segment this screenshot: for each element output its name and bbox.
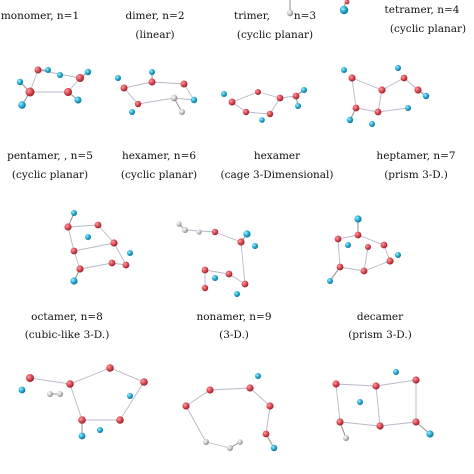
label-heptamer-sub: (prism 3-D.) bbox=[384, 169, 448, 181]
hexamer-cage-molecule bbox=[221, 87, 307, 123]
hexamer-6-molecule bbox=[115, 69, 198, 115]
label-dimer: dimer, n=2 bbox=[125, 10, 185, 22]
octamer-bottom-molecule bbox=[18, 364, 148, 440]
label-monomer: monomer, n=1 bbox=[0, 10, 80, 22]
label-tetramer-sub: (cyclic planar) bbox=[389, 23, 467, 35]
trimer-fragment-molecule bbox=[286, 0, 294, 17]
tetramer-fragment-molecule bbox=[339, 0, 350, 15]
decamer-molecule bbox=[327, 215, 401, 284]
label-nonamer: nonamer, n=9 bbox=[196, 311, 272, 323]
heptamer-molecule bbox=[341, 65, 430, 127]
label-hexamer: hexamer bbox=[253, 150, 301, 162]
label-nonamer-sub: (3-D.) bbox=[219, 329, 249, 341]
label-decamer: decamer bbox=[356, 311, 404, 323]
label-decamer-sub: (prism 3-D.) bbox=[348, 329, 412, 341]
label-pentamer: pentamer, , n=5 bbox=[7, 150, 93, 162]
label-trimer-sub: (cyclic planar) bbox=[236, 29, 314, 41]
decamer-bottom-molecule bbox=[332, 369, 434, 441]
label-pentamer-sub: (cyclic planar) bbox=[11, 169, 89, 181]
label-tetramer: tetramer, n=4 bbox=[384, 4, 460, 16]
label-heptamer: heptamer, n=7 bbox=[376, 150, 456, 162]
octamer-molecule bbox=[64, 210, 133, 285]
label-hexamer-sub: (cage 3-Dimensional) bbox=[220, 169, 334, 181]
label-trimer-n: n=3 bbox=[293, 10, 317, 22]
label-octamer: octamer, n=8 bbox=[31, 311, 103, 323]
label-trimer: trimer, bbox=[234, 10, 270, 22]
label-octamer-sub: (cubic-like 3-D.) bbox=[24, 329, 110, 341]
pentamer-molecule bbox=[16, 66, 92, 109]
label-hexamer-6: hexamer, n=6 bbox=[121, 150, 197, 162]
nonamer-molecule bbox=[176, 221, 258, 297]
nonamer-bottom-molecule bbox=[182, 373, 278, 452]
label-hexamer-6-sub: (cyclic planar) bbox=[120, 169, 198, 181]
label-dimer-sub: (linear) bbox=[135, 29, 175, 41]
